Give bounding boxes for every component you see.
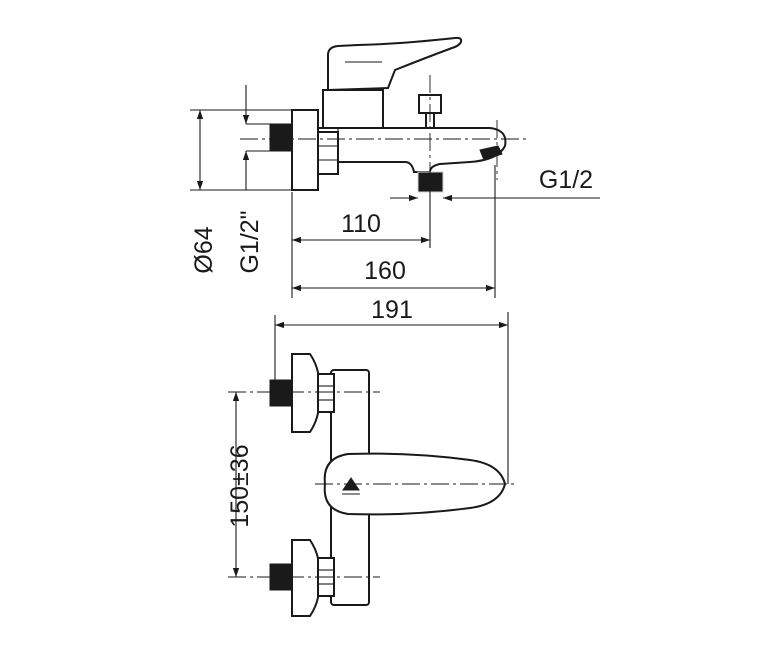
side-wall-thread [269,123,293,152]
dim-d64-label: Ø64 [190,226,218,273]
dim-191-label: 191 [371,296,413,324]
top-upper-escutcheon [291,353,320,433]
dim-160-label: 160 [364,257,406,285]
side-outlet-thread [417,171,444,193]
side-aerator [479,145,503,161]
side-view [240,36,530,210]
side-escutcheon [291,109,319,191]
side-dimensions: 110 160 Ø64 G1/2" G1/2 [190,85,600,298]
side-main-body [317,127,507,173]
top-view [228,353,515,617]
top-lower-escutcheon [291,539,320,617]
side-cartridge [322,89,384,129]
dim-thread-outlet-label: G1/2 [539,166,593,194]
dim-thread-wall-label: G1/2" [236,210,264,273]
top-upper-thread [269,379,293,407]
top-dimensions: 191 150±36 [226,296,509,577]
dim-110-label: 110 [341,210,381,238]
side-lever-handle [327,36,463,92]
top-upper-hex [317,373,335,413]
dim-centers-label: 150±36 [226,444,254,527]
side-hex-nut [317,131,339,175]
